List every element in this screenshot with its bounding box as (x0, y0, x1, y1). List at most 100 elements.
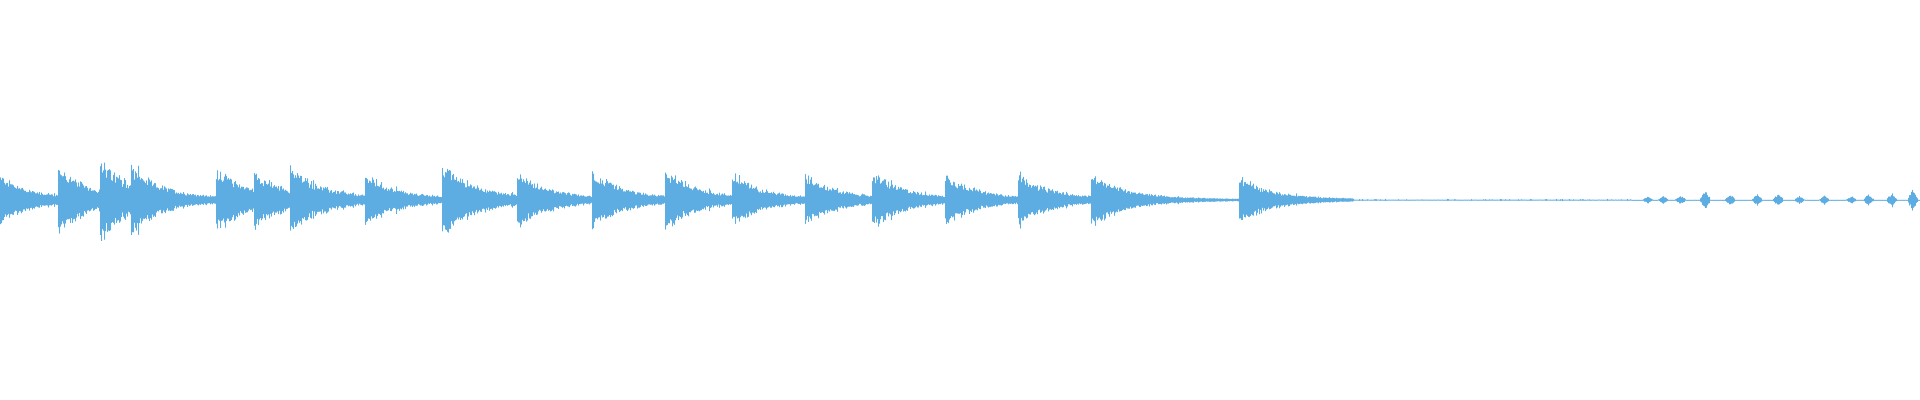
waveform-bar (307, 178, 309, 220)
waveform-bar (1026, 179, 1028, 219)
waveform-bar (313, 180, 315, 219)
waveform-bar (545, 188, 547, 212)
waveform-bar (623, 191, 625, 208)
waveform-bar (1542, 199, 1544, 201)
waveform-bar (413, 195, 415, 206)
waveform-bar (768, 192, 770, 208)
waveform-bar (1421, 199, 1423, 201)
waveform-bar (558, 191, 560, 209)
waveform-bar (1909, 195, 1911, 206)
waveform-bar (1322, 198, 1324, 203)
waveform-bar (436, 196, 438, 205)
waveform-bar (82, 183, 84, 216)
waveform-bar (1788, 199, 1790, 201)
waveform-bar (1897, 199, 1899, 201)
waveform-bar (270, 186, 272, 214)
waveform-bar (1083, 196, 1085, 205)
waveform-bar (1306, 196, 1308, 204)
waveform-bar (1895, 198, 1897, 202)
waveform-bar (692, 190, 694, 211)
waveform-bar (50, 194, 52, 206)
waveform-bar (47, 194, 49, 206)
waveform-bar (1571, 199, 1573, 201)
waveform-bar (428, 196, 430, 204)
waveform-bar (1508, 199, 1510, 201)
waveform-bar (1427, 199, 1429, 201)
waveform-bar (791, 196, 793, 205)
waveform-bar (1157, 196, 1159, 204)
waveform-bar (741, 182, 743, 216)
waveform-bar (1672, 199, 1674, 201)
waveform-bar (1130, 193, 1132, 207)
waveform-bar (1, 179, 3, 224)
waveform-bar (155, 183, 157, 217)
waveform-bar (324, 188, 326, 212)
waveform-bar (1241, 180, 1243, 220)
waveform-bar (1164, 195, 1166, 205)
waveform-bar (1704, 193, 1706, 207)
waveform-bar (829, 189, 831, 212)
waveform-bar (1018, 180, 1020, 219)
waveform-bar (1288, 193, 1290, 207)
waveform-bar (815, 184, 817, 216)
waveform-bar (663, 195, 665, 204)
waveform-bar (869, 196, 871, 204)
waveform-bar (461, 182, 463, 219)
waveform-bar (124, 178, 126, 219)
waveform-bar (729, 195, 731, 205)
waveform-bar (1640, 199, 1642, 201)
waveform-bar (877, 179, 879, 220)
waveform-bar (1219, 198, 1221, 202)
waveform-bar (1717, 199, 1719, 201)
waveform-bar (75, 179, 77, 222)
waveform-bar (1131, 191, 1133, 209)
waveform-bar (990, 192, 992, 208)
waveform-bar (1797, 197, 1799, 203)
waveform-bar (1573, 199, 1575, 201)
waveform-bar (205, 195, 207, 205)
waveform-bar (803, 196, 805, 204)
waveform-bar (1499, 199, 1501, 201)
waveform-bar (943, 196, 945, 204)
waveform-bar (932, 194, 934, 207)
waveform-bar (1150, 195, 1152, 204)
waveform-bar (215, 196, 217, 204)
waveform-bar (387, 190, 389, 211)
waveform-bar (956, 187, 958, 214)
waveform-bar (1852, 196, 1854, 204)
waveform-bar (1082, 195, 1084, 205)
waveform-bar (276, 186, 278, 213)
waveform-bar (627, 190, 629, 211)
waveform-bar (614, 189, 616, 210)
waveform-bar (1277, 192, 1279, 208)
waveform-bar (390, 188, 392, 211)
waveform-bar (9, 180, 11, 218)
waveform-bar (425, 195, 427, 204)
waveform-bar (135, 171, 137, 228)
waveform-bar (1400, 199, 1402, 201)
waveform-bar (1404, 199, 1406, 201)
waveform-bar (1055, 190, 1057, 209)
waveform-bar (1158, 195, 1160, 205)
waveform-bar (573, 194, 575, 206)
waveform-bar (202, 195, 204, 205)
waveform-bar (1431, 199, 1433, 201)
waveform-bar (1081, 196, 1083, 204)
waveform-bar (995, 195, 997, 205)
waveform-bar (225, 173, 227, 228)
waveform-bar (1779, 195, 1781, 205)
waveform-bar (19, 188, 21, 211)
waveform-bar (1902, 199, 1904, 201)
waveform-bar (404, 193, 406, 207)
waveform-bar (494, 191, 496, 209)
waveform-bar (57, 195, 59, 205)
waveform-bar (26, 192, 28, 209)
waveform-bar (1723, 199, 1725, 201)
waveform-bar (1806, 199, 1808, 201)
waveform-bar (1025, 184, 1027, 217)
waveform-bar (1188, 197, 1190, 202)
waveform-bar (292, 171, 294, 228)
waveform-bar (534, 183, 536, 215)
waveform-bar (400, 191, 402, 209)
waveform-bar (1503, 199, 1505, 201)
